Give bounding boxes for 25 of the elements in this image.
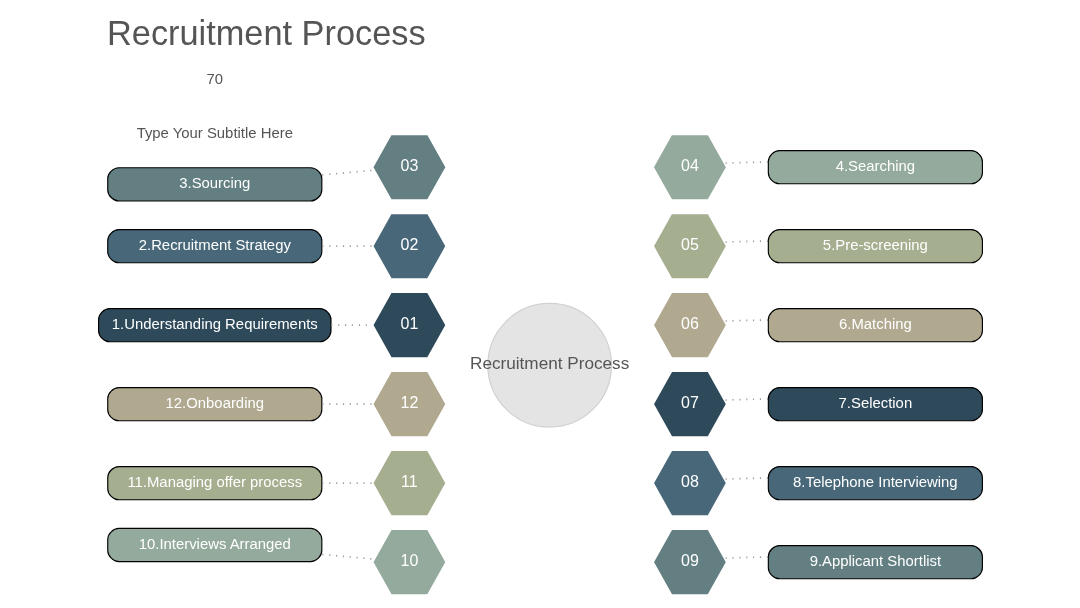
connector: [723, 556, 769, 559]
node-box: 3.Sourcing: [106, 167, 322, 202]
node-label: Recruitment Process: [469, 353, 629, 374]
node-box: 5.Pre-screening: [767, 229, 983, 264]
connector: [723, 240, 769, 243]
label: Type Your Subtitle Here: [136, 124, 293, 141]
label: 70: [206, 71, 223, 88]
node-box: 10.Interviews Arranged: [106, 527, 322, 563]
connector: [723, 398, 769, 401]
connector: [320, 169, 374, 176]
node-box: 7.Selection: [767, 387, 983, 422]
node-box: 8.Telephone Interviewing: [767, 466, 983, 501]
diagram-title: Recruitment Process: [106, 13, 426, 52]
connector: [723, 161, 769, 164]
node-box: 2.Recruitment Strategy: [106, 229, 322, 264]
connector: [320, 245, 373, 248]
node-box: 9.Applicant Shortlist: [767, 545, 983, 580]
node-box: 1.Understanding Requirements: [97, 308, 332, 343]
node-box: 6.Matching: [767, 308, 983, 343]
connector: [320, 553, 374, 560]
connector: [723, 319, 769, 322]
node-box: 4.Searching: [767, 150, 983, 185]
node-box: 12.Onboarding: [106, 387, 322, 422]
node-box: 11.Managing offer process: [106, 466, 322, 501]
connector: [723, 477, 769, 480]
